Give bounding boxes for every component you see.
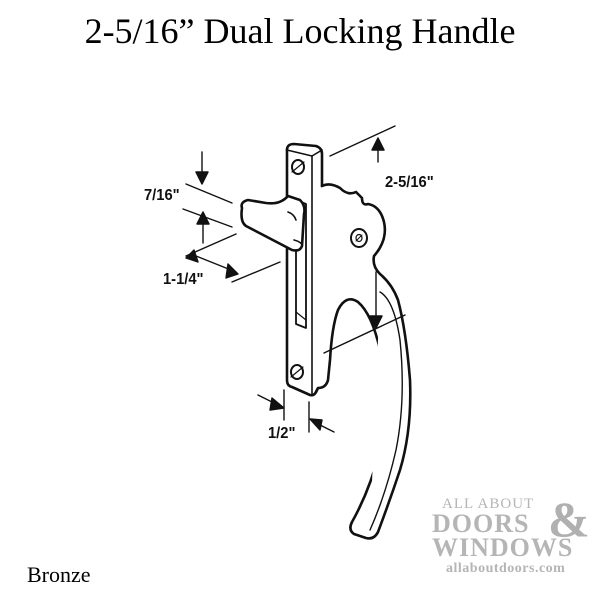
locking-lever [240,194,306,252]
hub-screw-icon [350,228,368,248]
dimension-base-width [257,389,335,433]
watermark-line2: DOORS [432,509,530,538]
dimension-lever-projection [185,233,281,283]
finish-label: Bronze [27,562,91,587]
brand-watermark: ALL ABOUT DOORS & WINDOWS allaboutdoors.… [420,491,590,578]
screw-icon [290,159,305,380]
dimension-overall-height [323,125,406,354]
watermark-line3: WINDOWS [432,533,574,562]
mounting-plate [285,142,324,397]
dimension-lever-height [182,151,233,244]
watermark-line1: ALL ABOUT [442,496,535,512]
dimension-label-overall-height: 2-5/16" [385,174,434,191]
product-title: 2-5/16” Dual Locking Handle [84,11,516,51]
dimension-label-base-width: 1/2" [268,425,296,442]
watermark-ampersand: & [548,491,590,547]
dimension-label-lever-height: 7/16" [144,187,180,204]
handle-hub [314,183,412,540]
watermark-url: allaboutdoors.com [446,561,566,576]
dimension-label-lever-projection: 1-1/4" [163,271,204,288]
